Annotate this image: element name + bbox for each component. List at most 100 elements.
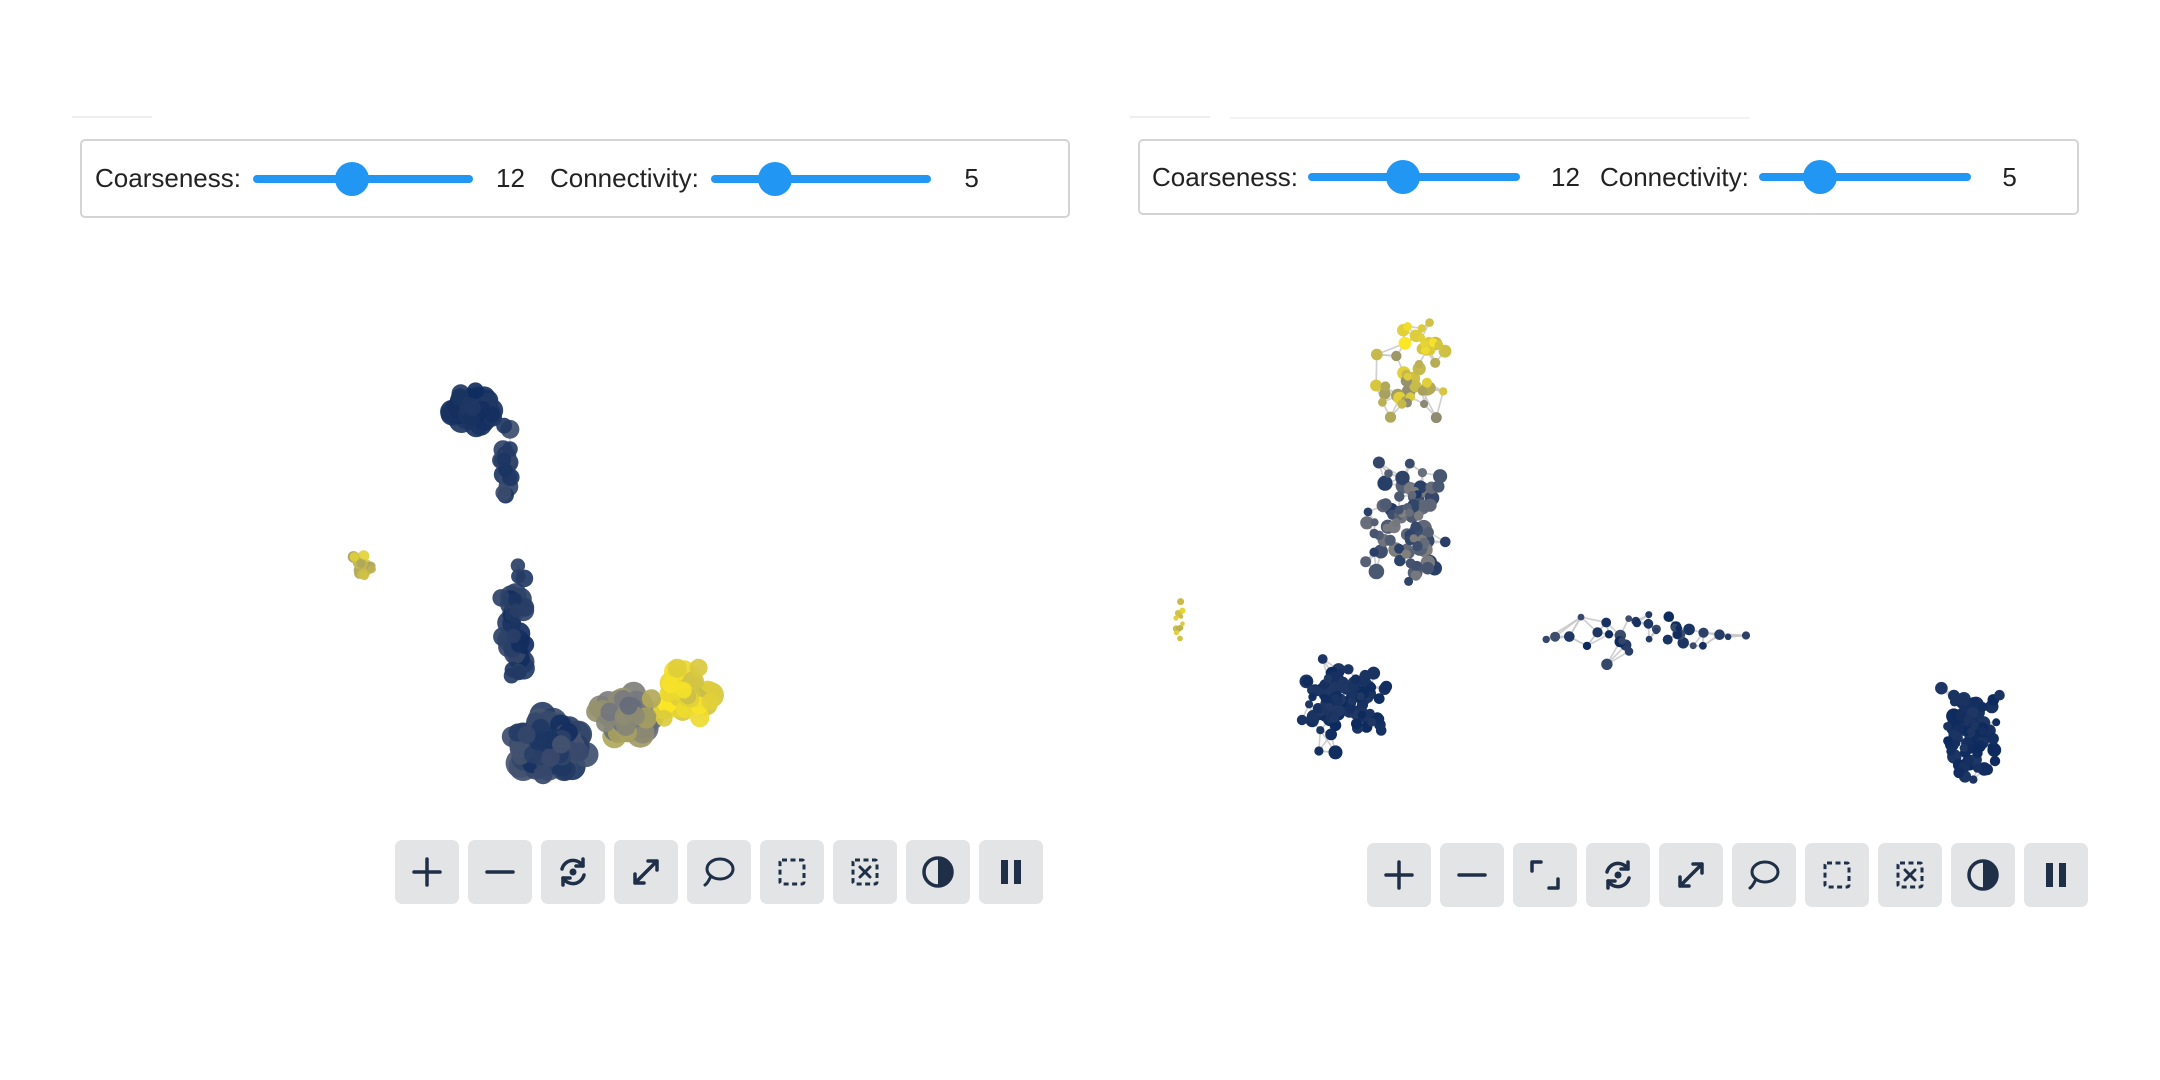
graph-node[interactable]	[1689, 642, 1697, 650]
graph-node[interactable]	[1946, 747, 1955, 756]
lasso-select-button[interactable]	[687, 840, 751, 904]
graph-node[interactable]	[367, 565, 376, 574]
graph-node[interactable]	[1643, 618, 1654, 629]
pause-button[interactable]	[2024, 843, 2088, 907]
graph-node[interactable]	[467, 382, 484, 400]
graph-node[interactable]	[1677, 637, 1689, 649]
graph-node[interactable]	[1380, 381, 1391, 392]
graph-node[interactable]	[1425, 318, 1434, 327]
graph-node[interactable]	[1384, 411, 1397, 423]
graph-node[interactable]	[1305, 700, 1314, 709]
graph-node[interactable]	[1346, 705, 1355, 714]
graph-node[interactable]	[1395, 470, 1410, 486]
graph-node[interactable]	[1698, 627, 1709, 638]
graph-node[interactable]	[641, 689, 661, 709]
graph-node[interactable]	[1409, 534, 1418, 543]
graph-node[interactable]	[1943, 722, 1952, 731]
graph-node[interactable]	[492, 589, 510, 607]
graph-node[interactable]	[1350, 674, 1361, 684]
graph-node[interactable]	[1356, 692, 1365, 701]
graph-node[interactable]	[552, 735, 571, 754]
graph-node[interactable]	[1724, 633, 1732, 641]
graph-node[interactable]	[1592, 627, 1603, 638]
graph-node[interactable]	[1179, 607, 1186, 614]
box-select-button[interactable]	[760, 840, 824, 904]
slider-thumb[interactable]	[1386, 160, 1421, 194]
graph-node[interactable]	[1943, 736, 1953, 746]
graph-canvas[interactable]	[280, 320, 800, 820]
graph-node[interactable]	[509, 603, 524, 618]
graph-node[interactable]	[495, 484, 512, 501]
graph-node[interactable]	[1973, 743, 1983, 753]
graph-node[interactable]	[496, 452, 512, 467]
graph-node[interactable]	[1174, 610, 1181, 616]
graph-node[interactable]	[1741, 631, 1751, 640]
graph-node[interactable]	[1175, 625, 1182, 632]
graph-node[interactable]	[1624, 647, 1634, 656]
graph-node[interactable]	[1398, 336, 1412, 350]
graph-node[interactable]	[1391, 518, 1401, 527]
graph-node[interactable]	[1412, 540, 1423, 552]
graph-node[interactable]	[1417, 324, 1426, 333]
graph-node[interactable]	[1966, 744, 1976, 754]
deselect-button[interactable]	[833, 840, 897, 904]
graph-node[interactable]	[1343, 664, 1354, 675]
graph-node[interactable]	[1369, 528, 1379, 539]
graph-node[interactable]	[1397, 399, 1407, 409]
graph-node[interactable]	[701, 693, 719, 711]
graph-node[interactable]	[1981, 764, 1993, 776]
graph-node[interactable]	[1992, 718, 2001, 727]
graph-node[interactable]	[1394, 543, 1405, 554]
graph-node[interactable]	[1963, 755, 1974, 766]
graph-node[interactable]	[1360, 556, 1372, 568]
graph-node[interactable]	[1601, 658, 1613, 670]
graph-node[interactable]	[1308, 692, 1317, 702]
graph-node[interactable]	[675, 682, 692, 699]
fit-to-screen-button[interactable]	[1659, 843, 1723, 907]
graph-node[interactable]	[1329, 713, 1339, 723]
graph-node[interactable]	[1403, 372, 1412, 381]
deselect-button[interactable]	[1878, 843, 1942, 907]
graph-node[interactable]	[1357, 710, 1366, 719]
graph-node[interactable]	[1949, 696, 1960, 707]
graph-node[interactable]	[1432, 480, 1445, 493]
graph-node[interactable]	[1394, 554, 1406, 567]
graph-node[interactable]	[1403, 322, 1412, 331]
graph-node[interactable]	[1404, 458, 1415, 469]
graph-node[interactable]	[1177, 635, 1183, 642]
graph-node[interactable]	[1317, 654, 1328, 664]
graph-node[interactable]	[1970, 721, 1979, 730]
graph-node[interactable]	[1379, 387, 1391, 400]
graph-node[interactable]	[600, 702, 619, 722]
graph-node[interactable]	[1370, 518, 1379, 527]
graph-node[interactable]	[464, 400, 481, 416]
reset-view-button[interactable]	[1586, 843, 1650, 907]
coarseness-slider[interactable]	[252, 159, 473, 199]
graph-node[interactable]	[1320, 694, 1331, 704]
zoom-in-button[interactable]	[395, 840, 459, 904]
graph-node[interactable]	[1618, 637, 1626, 645]
graph-node[interactable]	[1414, 359, 1424, 369]
graph-node[interactable]	[1366, 682, 1377, 692]
graph-node[interactable]	[662, 676, 679, 694]
graph-node[interactable]	[1953, 767, 1965, 779]
graph-node[interactable]	[1348, 690, 1357, 699]
graph-node[interactable]	[1418, 500, 1432, 513]
graph-node[interactable]	[1434, 340, 1444, 350]
fit-to-screen-button[interactable]	[614, 840, 678, 904]
graph-node[interactable]	[517, 726, 536, 744]
graph-node[interactable]	[1969, 697, 1979, 707]
graph-node[interactable]	[1430, 412, 1442, 424]
box-select-button[interactable]	[1805, 843, 1869, 907]
graph-node[interactable]	[506, 628, 521, 644]
graph-node[interactable]	[1632, 618, 1642, 628]
connectivity-slider[interactable]	[710, 159, 931, 199]
graph-node[interactable]	[1645, 611, 1653, 619]
graph-node[interactable]	[1410, 521, 1421, 532]
graph-node[interactable]	[1373, 693, 1385, 704]
graph-node[interactable]	[1421, 345, 1430, 355]
graph-node[interactable]	[1421, 561, 1434, 575]
graph-node[interactable]	[1338, 676, 1349, 687]
graph-node[interactable]	[1645, 635, 1653, 643]
graph-node[interactable]	[1347, 696, 1357, 706]
